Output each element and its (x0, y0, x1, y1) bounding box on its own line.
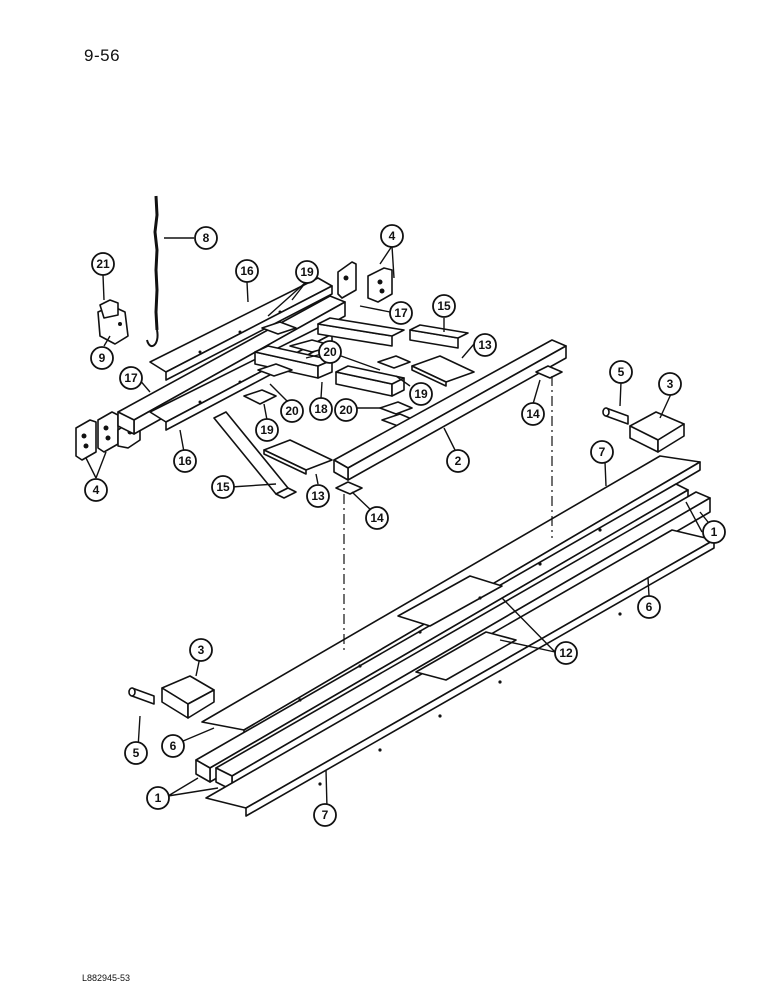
callout-13a: 13 (473, 333, 497, 357)
box-tube-1 (195, 483, 711, 791)
svg-text:20: 20 (339, 403, 353, 417)
callout-2: 2 (446, 449, 470, 473)
svg-text:15: 15 (216, 480, 230, 494)
callout-14b: 14 (365, 506, 389, 530)
callout-5b: 5 (124, 741, 148, 765)
callout-18: 18 (309, 397, 333, 421)
illustration-reference-code: L882945-53 (82, 973, 131, 983)
callout-1a: 1 (702, 520, 726, 544)
callout-1b: 1 (146, 786, 170, 810)
tabs-14 (335, 365, 563, 495)
pin-5-right (602, 407, 629, 425)
callout-16b: 16 (173, 449, 197, 473)
callout-12: 12 (554, 641, 578, 665)
svg-text:12: 12 (559, 646, 573, 660)
svg-text:19: 19 (260, 423, 274, 437)
svg-text:6: 6 (170, 739, 177, 753)
callout-19a: 19 (295, 260, 319, 284)
svg-text:19: 19 (414, 387, 428, 401)
callout-17b: 17 (119, 366, 143, 390)
svg-text:15: 15 (437, 299, 451, 313)
svg-text:1: 1 (711, 525, 718, 539)
callout-13b: 13 (306, 484, 330, 508)
callout-7b: 7 (313, 803, 337, 827)
cross-tubes (213, 317, 469, 499)
callout-20b: 20 (280, 399, 304, 423)
callout-6b: 6 (161, 734, 185, 758)
svg-text:7: 7 (599, 445, 606, 459)
svg-text:3: 3 (667, 377, 674, 391)
svg-text:5: 5 (133, 746, 140, 760)
callout-16a: 16 (235, 259, 259, 283)
svg-text:17: 17 (394, 306, 408, 320)
callout-6a: 6 (637, 595, 661, 619)
left-mount-brackets (75, 411, 141, 461)
callout-19c: 19 (255, 418, 279, 442)
svg-text:16: 16 (178, 454, 192, 468)
svg-text:9: 9 (99, 351, 106, 365)
svg-text:21: 21 (96, 257, 110, 271)
svg-text:14: 14 (526, 407, 540, 421)
svg-text:4: 4 (93, 483, 100, 497)
pin-5-left (128, 687, 155, 705)
callout-5a: 5 (609, 360, 633, 384)
bracket-3-right (629, 411, 685, 453)
svg-text:13: 13 (478, 338, 492, 352)
callout-19b: 19 (409, 382, 433, 406)
callout-7a: 7 (590, 440, 614, 464)
callout-20c: 20 (334, 398, 358, 422)
page-number: 9-56 (84, 46, 121, 65)
callout-14a: 14 (521, 402, 545, 426)
bracket-3-left (161, 675, 215, 719)
callout-4a: 4 (380, 224, 404, 248)
callout-17a: 17 (389, 301, 413, 325)
svg-text:3: 3 (198, 643, 205, 657)
leader-lines (85, 237, 717, 809)
svg-text:20: 20 (323, 345, 337, 359)
callout-3a: 3 (658, 372, 682, 396)
svg-text:14: 14 (370, 511, 384, 525)
chain-part (146, 195, 159, 348)
svg-text:6: 6 (646, 600, 653, 614)
right-mount-brackets (337, 261, 393, 303)
callout-8: 8 (194, 226, 218, 250)
svg-text:4: 4 (389, 229, 396, 243)
small-plates (243, 321, 415, 427)
plate-13 (263, 355, 475, 475)
callout-4b: 4 (84, 478, 108, 502)
svg-text:18: 18 (314, 402, 328, 416)
svg-text:13: 13 (311, 489, 325, 503)
svg-text:17: 17 (124, 371, 138, 385)
svg-text:2: 2 (455, 454, 462, 468)
channel-2 (333, 339, 567, 481)
svg-text:5: 5 (618, 365, 625, 379)
callout-3b: 3 (189, 638, 213, 662)
svg-text:19: 19 (300, 265, 314, 279)
svg-text:16: 16 (240, 264, 254, 278)
callout-9: 9 (90, 346, 114, 370)
svg-text:1: 1 (155, 791, 162, 805)
svg-text:7: 7 (322, 808, 329, 822)
callout-20a: 20 (318, 340, 342, 364)
svg-text:8: 8 (203, 231, 210, 245)
callout-15a: 15 (432, 294, 456, 318)
bracket-part (97, 299, 129, 345)
svg-text:20: 20 (285, 404, 299, 418)
splice-plates-12 (397, 575, 517, 681)
callout-15b: 15 (211, 475, 235, 499)
callout-21: 21 (91, 252, 115, 276)
